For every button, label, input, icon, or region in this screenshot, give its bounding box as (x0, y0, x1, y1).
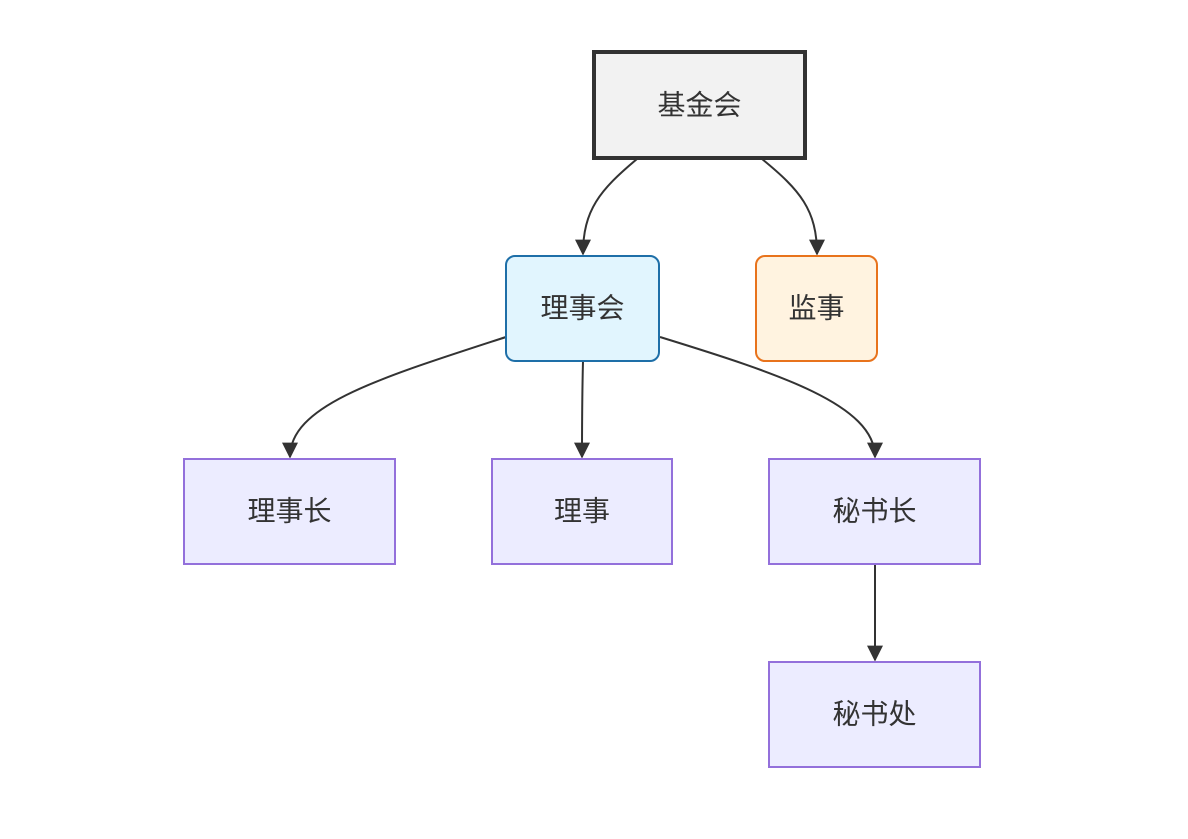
edge-board-to-director (574, 360, 591, 459)
node-secretary-general-label: 秘书长 (832, 495, 916, 528)
node-chairman[interactable]: 理事长 (183, 458, 396, 565)
node-foundation-label: 基金会 (657, 89, 741, 122)
node-foundation[interactable]: 基金会 (592, 50, 807, 160)
node-secretary-general-box (768, 458, 981, 565)
node-foundation-box (592, 50, 807, 160)
node-supervisor[interactable]: 监事 (755, 255, 878, 362)
node-supervisor-label: 监事 (788, 292, 844, 325)
node-board-box (505, 255, 660, 362)
node-chairman-label: 理事长 (247, 495, 331, 528)
node-chairman-box (183, 458, 396, 565)
node-director[interactable]: 理事 (491, 458, 673, 565)
edges (282, 158, 883, 662)
node-board[interactable]: 理事会 (505, 255, 660, 362)
node-board-label: 理事会 (540, 292, 624, 325)
edge-foundation-to-supervisor (761, 158, 825, 256)
node-secretariat[interactable]: 秘书处 (768, 661, 981, 768)
edge-foundation-to-board (575, 158, 638, 256)
node-supervisor-box (755, 255, 878, 362)
node-director-label: 理事 (554, 495, 610, 528)
node-secretariat-label: 秘书处 (832, 698, 916, 731)
edge-board-to-chairman (282, 336, 507, 459)
node-secretariat-box (768, 661, 981, 768)
edge-board-to-secretary-general (659, 336, 883, 459)
node-director-box (491, 458, 673, 565)
node-secretary-general[interactable]: 秘书长 (768, 458, 981, 565)
